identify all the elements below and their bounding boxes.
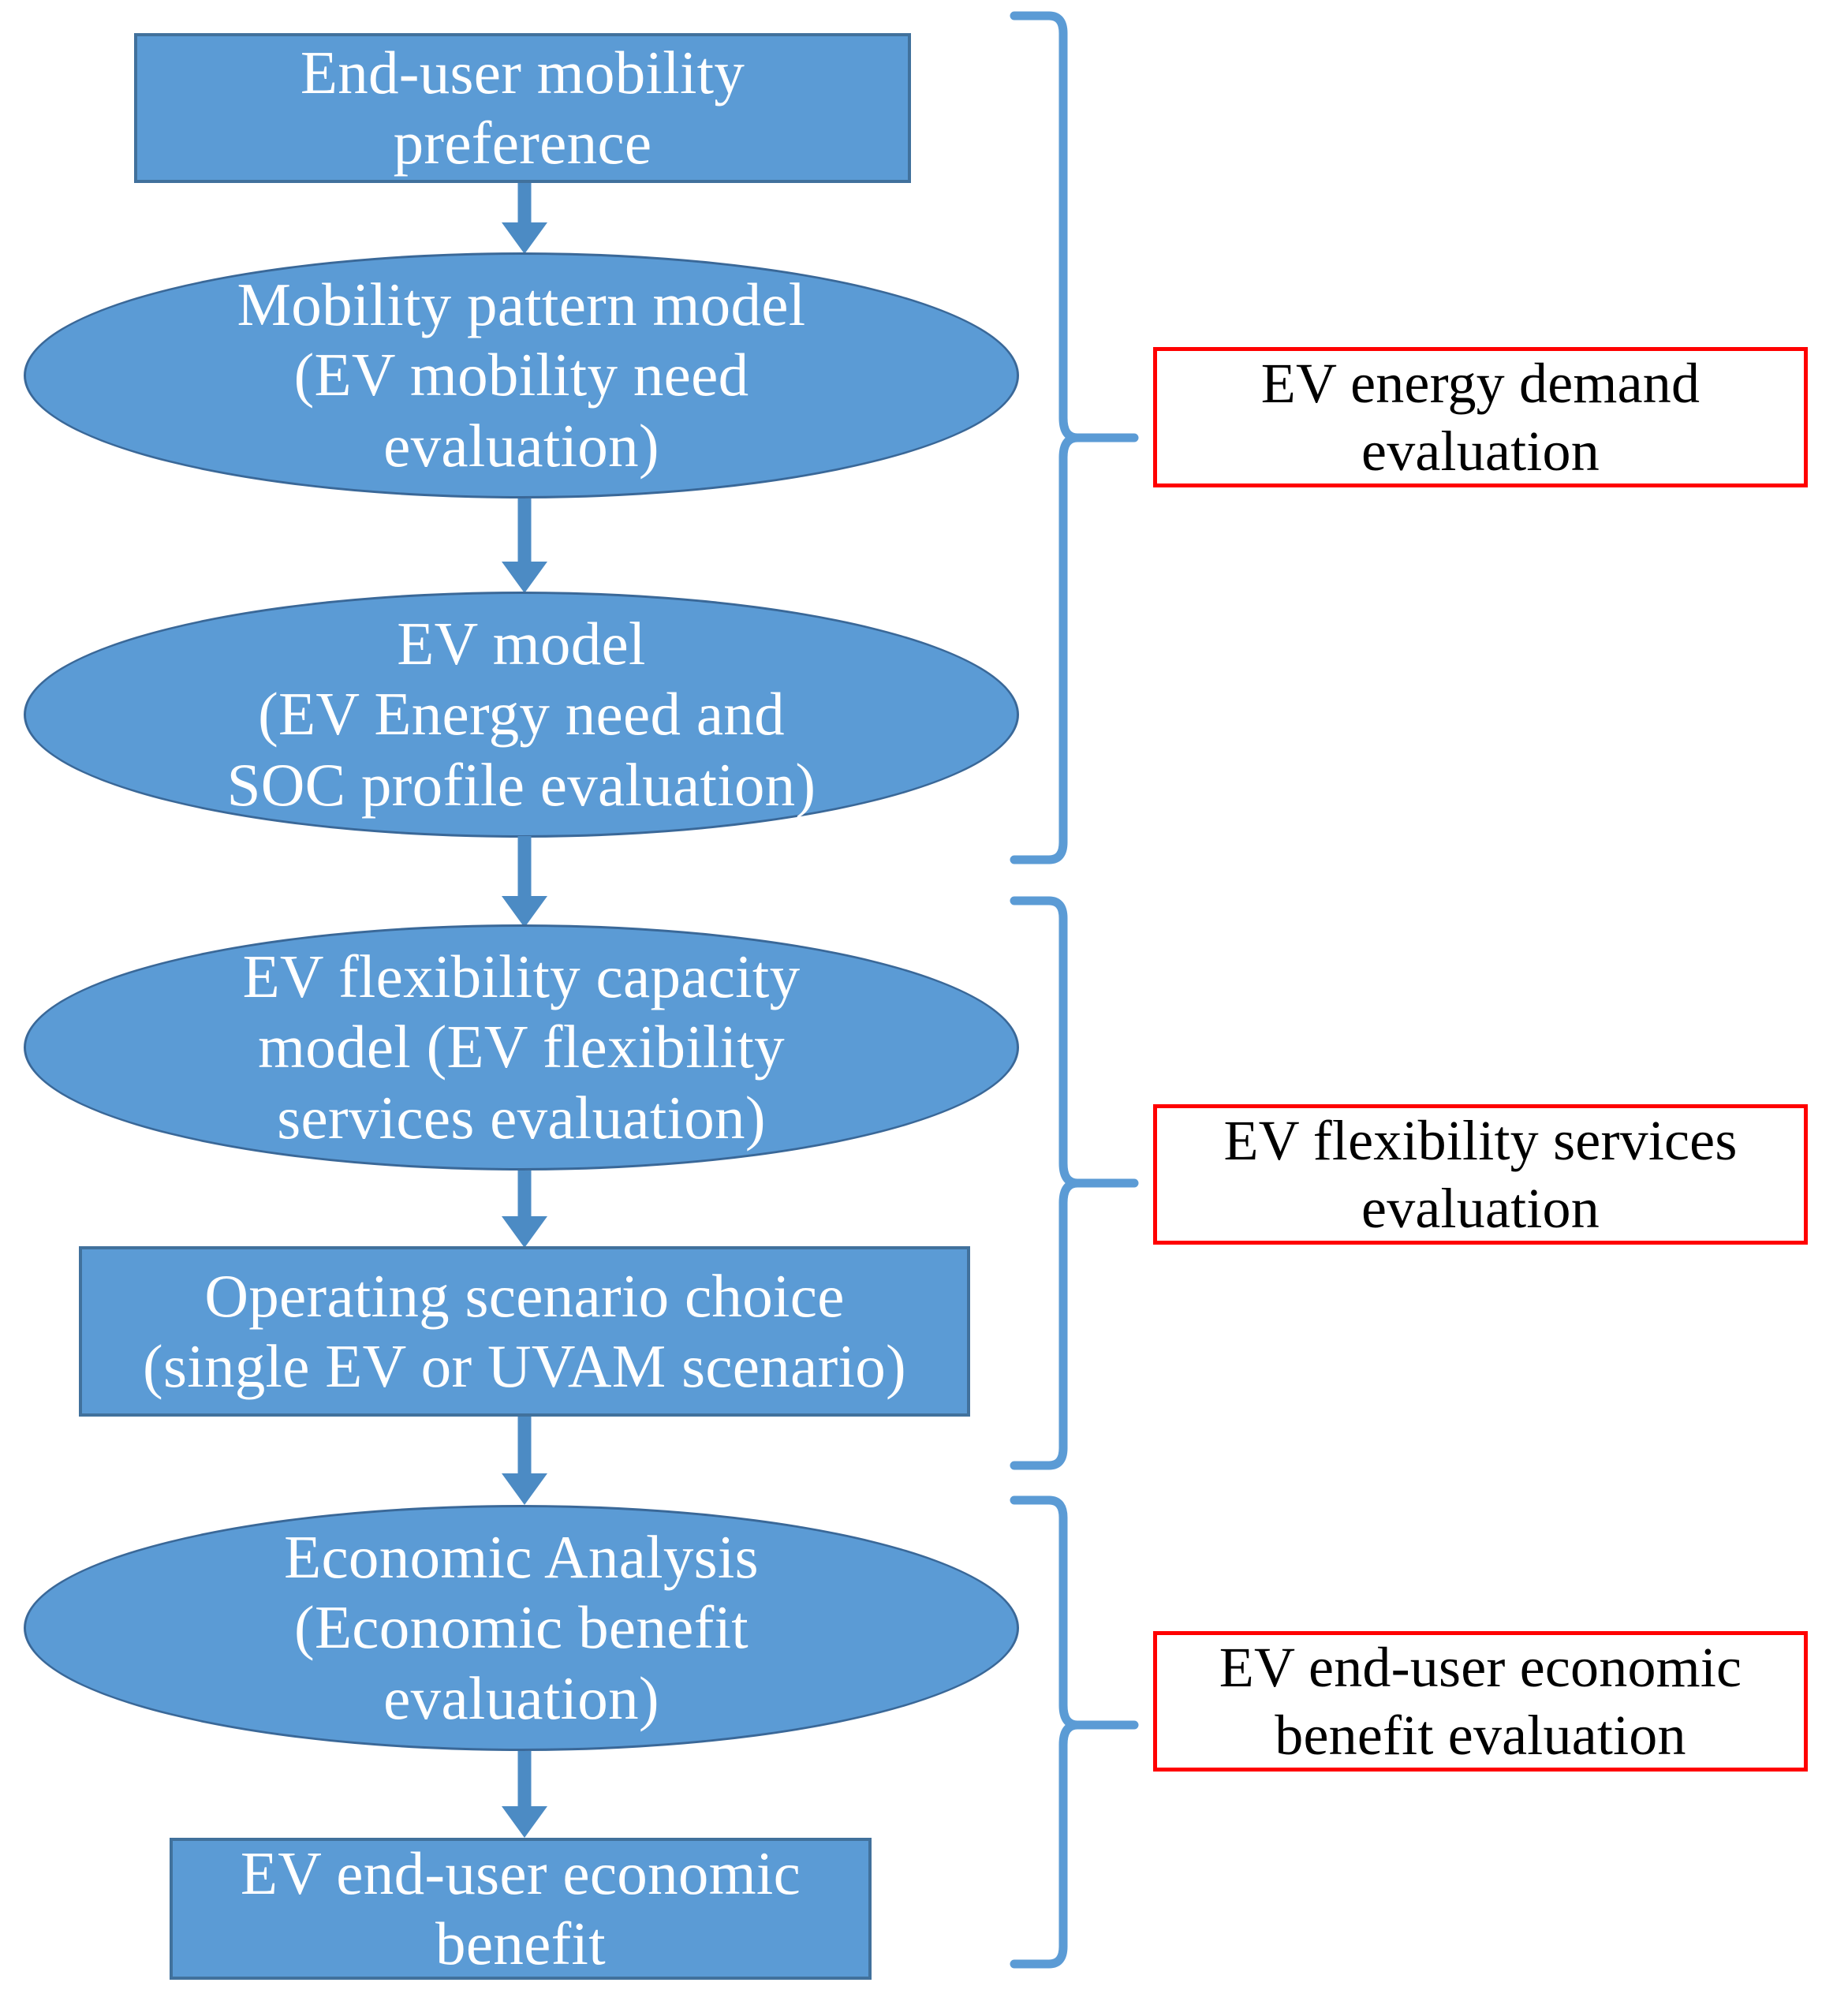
node-economic-analysis[interactable]: Economic Analysis (Economic benefit eval… [24, 1505, 1019, 1751]
arrow-head-icon [502, 562, 547, 593]
arrow-head-icon [502, 1216, 547, 1248]
callout-ev-energy-demand-evaluation[interactable]: EV energy demand evaluation [1153, 347, 1808, 487]
node-ev-flexibility-capacity-model[interactable]: EV flexibility capacity model (EV flexib… [24, 924, 1019, 1170]
arrow-shaft [517, 1751, 532, 1808]
arrow-head-icon [502, 896, 547, 928]
node-operating-scenario-choice[interactable]: Operating scenario choice (single EV or … [79, 1246, 970, 1417]
node-ev-end-user-economic-benefit[interactable]: EV end-user economic benefit [170, 1838, 872, 1980]
node-end-user-mobility-preference[interactable]: End-user mobility preference [134, 33, 911, 183]
bracket-ev-flexibility-services-evaluation [1002, 891, 1144, 1491]
arrow-shaft [517, 1170, 532, 1218]
callout-ev-flexibility-services-evaluation[interactable]: EV flexibility services evaluation [1153, 1104, 1808, 1245]
arrow-head-icon [502, 1473, 547, 1505]
bracket-ev-end-user-economic-benefit-evaluation [1002, 1491, 1144, 1984]
callout-ev-end-user-economic-benefit-evaluation[interactable]: EV end-user economic benefit evaluation [1153, 1631, 1808, 1772]
arrow-shaft [517, 183, 532, 224]
arrow-shaft [517, 498, 532, 563]
arrow-shaft [517, 836, 532, 898]
node-mobility-pattern-model[interactable]: Mobility pattern model (EV mobility need… [24, 252, 1019, 498]
bracket-ev-energy-demand-evaluation [1002, 8, 1144, 883]
arrow-shaft [517, 1417, 532, 1475]
node-ev-model[interactable]: EV model (EV Energy need and SOC profile… [24, 592, 1019, 838]
arrow-head-icon [502, 1806, 547, 1838]
arrow-head-icon [502, 222, 547, 254]
